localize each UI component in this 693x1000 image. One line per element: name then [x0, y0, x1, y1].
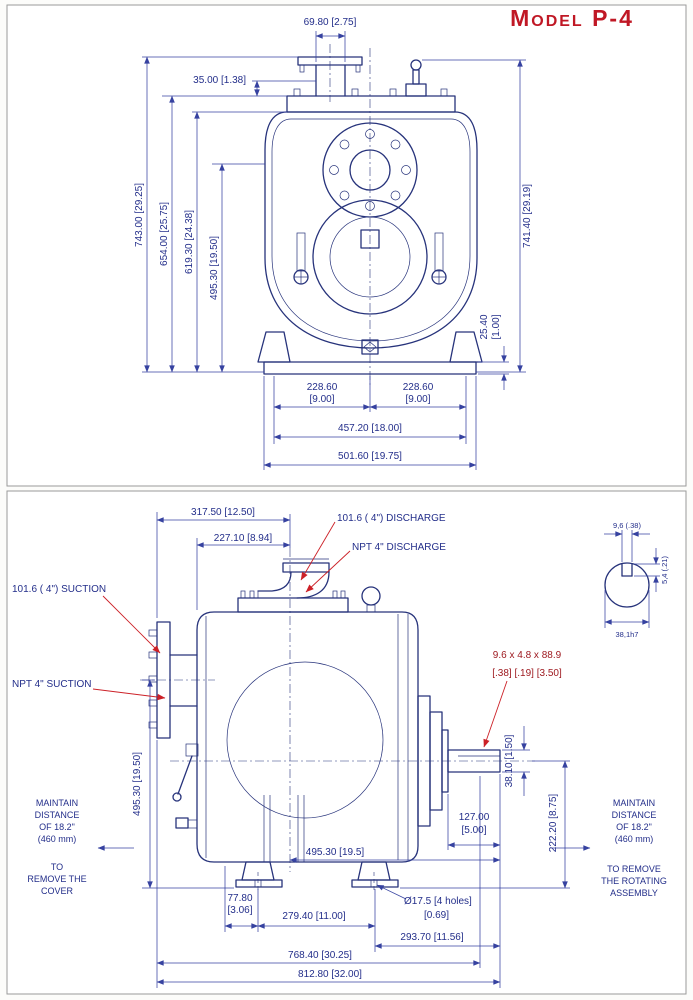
- dim-cover-discharge-label: 227.10 [8.94]: [214, 533, 273, 544]
- side-extension-lines: [142, 512, 660, 988]
- note-right-line3: OF 18.2": [616, 822, 652, 832]
- handle: [172, 743, 199, 802]
- side-drain-plug: [175, 817, 197, 829]
- dim-foot-span-label: 279.40 [11.00]: [282, 911, 345, 922]
- dim-length-768-label: 768.40 [30.25]: [288, 950, 352, 961]
- dim-foot-right-in-label: [9.00]: [405, 394, 430, 405]
- front-view: 69.80 [2.75] 35.00 [1.38] 743.00 [29.25]…: [134, 17, 533, 470]
- dim-height-741-label: 741.40 [29.19]: [522, 184, 533, 248]
- note-left-line7: COVER: [41, 886, 74, 896]
- dim-centerline-height-label: 222.20 [8.75]: [548, 794, 559, 853]
- side-dimension-labels: 317.50 [12.50] 227.10 [8.94] 101.6 ( 4")…: [12, 507, 669, 980]
- suction-npt-leader: [92, 688, 166, 701]
- side-view: 317.50 [12.50] 227.10 [8.94] 101.6 ( 4")…: [12, 507, 669, 988]
- note-left-line3: OF 18.2": [39, 822, 75, 832]
- dim-height-619-label: 619.30 [24.38]: [184, 210, 195, 274]
- dim-shaft-ext-mm-label: 127.00: [459, 812, 490, 823]
- side-pump-outline: [148, 558, 650, 888]
- front-cover: [312, 199, 428, 315]
- detail-key-depth-label: 5,4 (.21): [660, 556, 669, 584]
- suction-size-leader: [102, 595, 161, 654]
- note-left-line1: MAINTAIN: [36, 798, 78, 808]
- front-extension-lines: [142, 31, 526, 470]
- side-dimension-lines: [97, 517, 659, 985]
- side-view-panel: [6, 490, 687, 995]
- note-right-line5: TO REMOVE: [607, 864, 661, 874]
- bearing-housing: [417, 695, 449, 827]
- suction-flange: [148, 621, 198, 739]
- dim-base-thickness-in-label: [1.00]: [491, 314, 502, 339]
- dim-bearing-length-label: 293.70 [11.56]: [400, 932, 463, 943]
- holes-in-label: [0.69]: [424, 910, 449, 921]
- discharge-size-label: 101.6 ( 4") DISCHARGE: [337, 513, 446, 524]
- suction-size-label: 101.6 ( 4") SUCTION: [12, 584, 106, 595]
- note-right-line4: (460 mm): [615, 834, 654, 844]
- holes-leader: [376, 884, 407, 900]
- cover-clamp-studs: [293, 232, 447, 285]
- dim-foot-left-in-label: [9.00]: [309, 394, 334, 405]
- dim-base-width-label: 501.60 [19.75]: [338, 451, 402, 462]
- dim-foot-left-mm-label: 228.60: [307, 382, 338, 393]
- dim-suction-discharge-label: 317.50 [12.50]: [191, 507, 255, 518]
- dim-foot-right-mm-label: 228.60: [403, 382, 434, 393]
- page-title: Model P-4: [510, 5, 634, 31]
- keyway-leader: [483, 680, 508, 748]
- front-dimension-labels: 69.80 [2.75] 35.00 [1.38] 743.00 [29.25]…: [134, 17, 533, 462]
- dim-flange-offset-label: 35.00 [1.38]: [193, 75, 246, 86]
- dim-hole-offset-in-label: [3.06]: [227, 905, 252, 916]
- baseplate: [263, 361, 477, 375]
- discharge-npt-label: NPT 4" DISCHARGE: [352, 542, 446, 553]
- detail-shaft-dia-label: 38,1h7: [616, 630, 639, 639]
- keyway-mm-label: 9.6 x 4.8 x 88.9: [493, 650, 562, 661]
- suction-npt-label: NPT 4" SUCTION: [12, 679, 92, 690]
- dim-feet-span-label: 457.20 [18.00]: [338, 423, 402, 434]
- dim-shaft-dia-label: 38.10 [1.50]: [504, 734, 515, 787]
- note-left-line5: TO: [51, 862, 63, 872]
- discharge-size-leader: [300, 521, 336, 581]
- note-right-line7: ASSEMBLY: [610, 888, 658, 898]
- keyway-in-label: [.38] [.19] [3.50]: [492, 668, 562, 679]
- seal-plate-bolt-circle: [322, 122, 418, 218]
- front-pump-outline: [257, 56, 483, 375]
- note-right-line6: THE ROTATING: [601, 876, 667, 886]
- shaft: [447, 749, 501, 773]
- note-right-line1: MAINTAIN: [613, 798, 655, 808]
- front-view-panel: [6, 4, 687, 487]
- dim-hole-offset-mm-label: 77.80: [227, 893, 252, 904]
- dim-discharge-width-label: 69.80 [2.75]: [304, 17, 357, 28]
- dim-suction-height-label: 495.30 [19.50]: [132, 752, 143, 816]
- dim-height-495-label: 495.30 [19.50]: [209, 236, 220, 300]
- dim-shaft-ext-in-label: [5.00]: [461, 825, 486, 836]
- holes-label: Ø17.5 [4 holes]: [404, 896, 472, 907]
- dim-cl-shaft-end-label: 495.30 [19.5]: [306, 847, 365, 858]
- note-left-line4: (460 mm): [38, 834, 77, 844]
- note-right-line2: DISTANCE: [612, 810, 657, 820]
- drain-plug: [361, 339, 379, 355]
- discharge-npt-leader: [305, 550, 351, 593]
- note-left-line6: REMOVE THE: [27, 874, 86, 884]
- side-notes: MAINTAIN DISTANCE OF 18.2" (460 mm) TO R…: [27, 798, 667, 898]
- dim-base-thickness-mm-label: 25.40: [479, 314, 490, 339]
- front-view-centerlines: [329, 44, 371, 388]
- detail-key-width-label: 9,6 (.38): [613, 521, 641, 530]
- note-left-line2: DISTANCE: [35, 810, 80, 820]
- shaft-end-detail: [604, 562, 650, 608]
- dim-height-654-label: 654.00 [25.75]: [159, 202, 170, 266]
- volute-outline: [226, 661, 384, 819]
- dim-length-total-label: 812.80 [32.00]: [298, 969, 362, 980]
- front-dimension-lines: [144, 33, 523, 468]
- side-leader-lines: [92, 521, 508, 748]
- dim-height-743-label: 743.00 [29.25]: [134, 183, 145, 247]
